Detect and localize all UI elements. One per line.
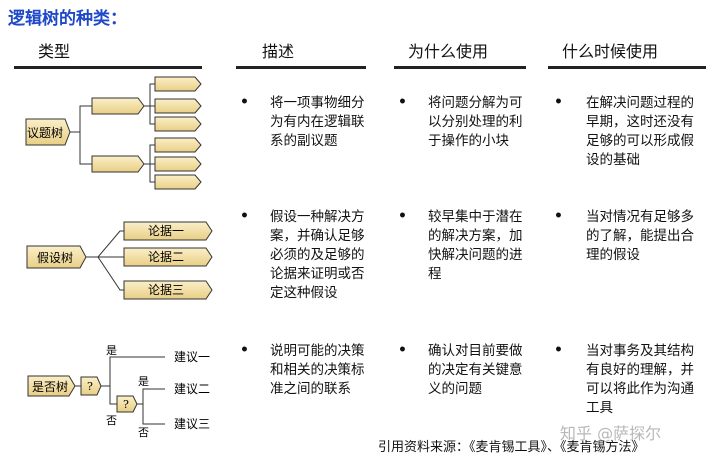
bullet: • bbox=[398, 342, 407, 358]
bullet: • bbox=[398, 94, 407, 110]
row3-why: 确认对目前要做的决定有关键意义的问题 bbox=[428, 343, 523, 397]
yes-label-1: 是 bbox=[106, 344, 117, 357]
recommendation-2: 建议二 bbox=[174, 382, 210, 396]
decision-node-2 bbox=[116, 395, 138, 413]
watermark: 知乎 @萨探尔 bbox=[560, 424, 662, 443]
bullet: • bbox=[398, 208, 407, 224]
bullet: • bbox=[554, 342, 563, 358]
no-label-1: 否 bbox=[106, 414, 117, 427]
issue-tree-root-label: 议题树 bbox=[27, 125, 63, 140]
yes-label-2: 是 bbox=[138, 375, 149, 388]
hypothesis-tree-leaf-box bbox=[123, 280, 213, 300]
hypothesis-tree-leaf-box bbox=[123, 247, 213, 267]
header-rule-type bbox=[14, 66, 202, 69]
issue-tree-leaf-box bbox=[154, 76, 202, 92]
recommendation-1: 建议一 bbox=[174, 350, 210, 364]
row2-description: 假设一种解决方案，并确认足够必须的及足够的论据来证明或否定这种假设 bbox=[270, 209, 365, 301]
page-title: 逻辑树的种类： bbox=[8, 9, 127, 29]
no-label-2: 否 bbox=[138, 426, 149, 439]
issue-tree-mid-box bbox=[91, 97, 145, 115]
decision-node-1-label: ? bbox=[87, 380, 93, 393]
issue-tree-leaf-box bbox=[154, 174, 202, 190]
issue-tree-diagram: 议题树 bbox=[25, 76, 202, 190]
header-description: 描述 bbox=[262, 42, 295, 61]
issue-tree-leaf-box bbox=[154, 98, 202, 114]
hypothesis-tree-root-label: 假设树 bbox=[37, 250, 73, 265]
bullet: • bbox=[240, 208, 249, 224]
issue-tree-root-box bbox=[25, 118, 71, 146]
header-rule-when bbox=[548, 66, 706, 69]
yes-no-tree-root-label: 是否树 bbox=[32, 379, 68, 394]
hypothesis-tree-diagram: 假设树 论据一 论据二 论据三 bbox=[26, 221, 213, 300]
header-type: 类型 bbox=[38, 42, 71, 61]
hypothesis-leaf-3: 论据三 bbox=[148, 283, 184, 297]
decision-node-1 bbox=[80, 376, 102, 396]
row2-when: 当对情况有足够多的了解，能提出合理的假设 bbox=[586, 209, 694, 263]
row2-why: 较早集中于潜在的解决方案，加快解决问题的进程 bbox=[428, 209, 523, 282]
yes-no-tree-root-box bbox=[27, 375, 76, 397]
row3-when: 当对事务及其结构有良好的理解，并可以将此作为沟通工具 bbox=[586, 343, 694, 416]
hypothesis-tree-leaf-box bbox=[123, 221, 213, 241]
row1-why: 将问题分解为可以分别处理的利于操作的小块 bbox=[428, 95, 523, 149]
hypothesis-leaf-2: 论据二 bbox=[148, 250, 184, 264]
yes-no-tree-diagram: 是否树 ? 是 否 ? 是 否 建议一 建议二 建议三 bbox=[27, 344, 210, 439]
row3-description: 说明可能的决策和相关的决策标准之间的联系 bbox=[270, 343, 365, 397]
decision-node-2-label: ? bbox=[123, 398, 129, 411]
bullet: • bbox=[240, 94, 249, 110]
issue-tree-leaf-box bbox=[154, 137, 202, 153]
bullet: • bbox=[554, 208, 563, 224]
bullet: • bbox=[554, 94, 563, 110]
issue-tree-leaf-box bbox=[154, 156, 202, 172]
recommendation-3: 建议三 bbox=[174, 417, 210, 431]
hypothesis-leaf-1: 论据一 bbox=[148, 224, 184, 238]
issue-tree-leaf-box bbox=[154, 116, 202, 132]
row1-when: 在解决问题过程的早期，这时还没有足够的可以形成假设的基础 bbox=[586, 95, 694, 168]
header-when: 什么时候使用 bbox=[562, 42, 659, 61]
header-why: 为什么使用 bbox=[408, 42, 489, 61]
header-rule-description bbox=[236, 66, 366, 69]
issue-tree-mid-box bbox=[91, 155, 145, 173]
row1-description: 将一项事物细分为有内在逻辑联系的副议题 bbox=[270, 95, 365, 149]
source-citation: 引用资料来源：《麦肯锡工具》、《麦肯锡方法》 bbox=[378, 440, 645, 455]
hypothesis-tree-root-box bbox=[26, 245, 87, 269]
header-rule-why bbox=[394, 66, 526, 69]
bullet: • bbox=[240, 342, 249, 358]
